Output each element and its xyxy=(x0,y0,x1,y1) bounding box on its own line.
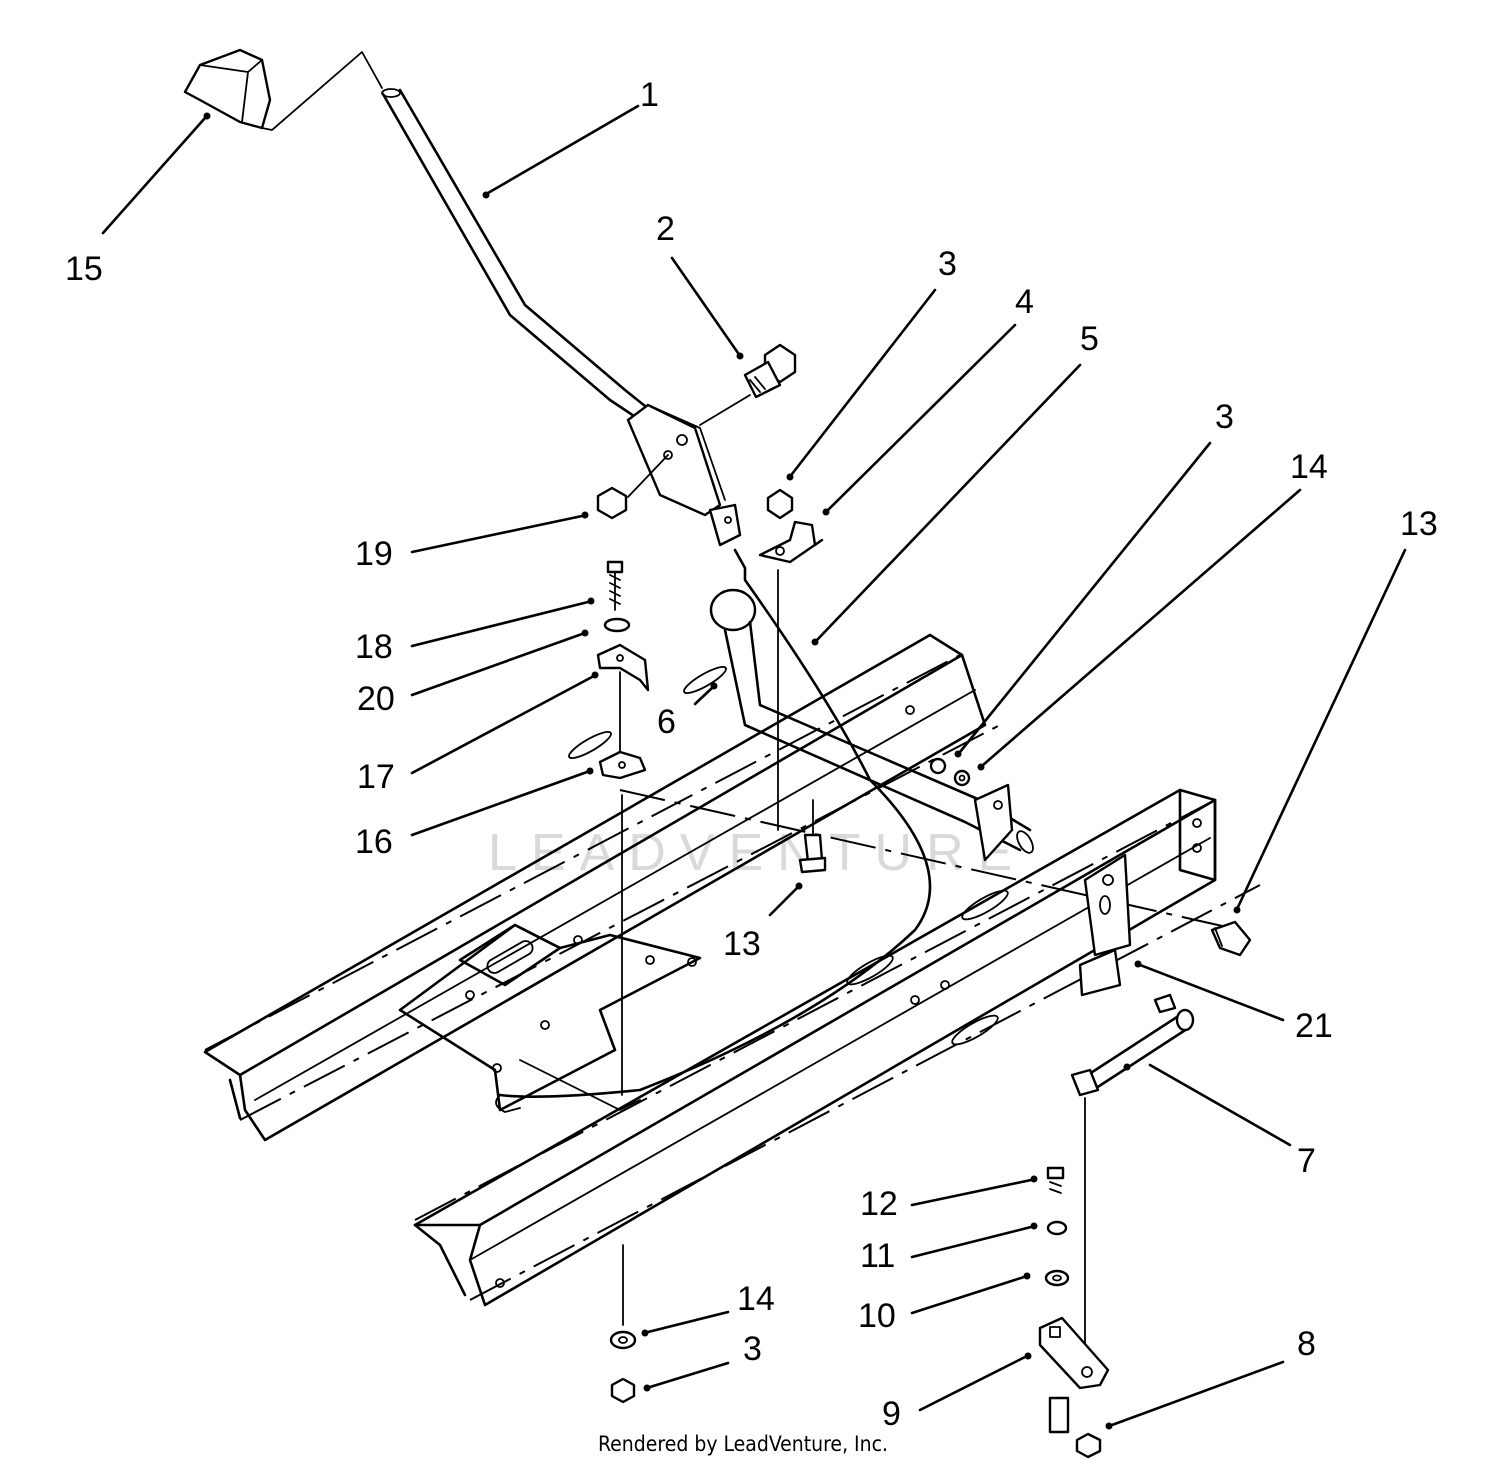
callout-12: 12 xyxy=(860,1185,898,1223)
callout-4: 4 xyxy=(1015,283,1034,321)
callout-5: 5 xyxy=(1080,320,1099,358)
callout-8: 8 xyxy=(1297,1325,1316,1363)
item-1-lever xyxy=(381,88,652,422)
callout-16: 16 xyxy=(355,823,393,861)
callout-3: 3 xyxy=(1215,398,1234,436)
control-cable xyxy=(495,548,932,1113)
callout-21: 21 xyxy=(1295,1007,1333,1045)
credit-text: Rendered by LeadVenture, Inc. xyxy=(598,1432,888,1456)
callout-9: 9 xyxy=(882,1395,901,1433)
callout-10: 10 xyxy=(858,1297,896,1335)
item-15-knob xyxy=(183,48,383,131)
callout-3: 3 xyxy=(743,1330,762,1368)
item-4-clamp xyxy=(758,520,824,831)
left-frame-rail xyxy=(203,633,987,1142)
callout-17: 17 xyxy=(357,758,395,796)
callout-11: 11 xyxy=(860,1237,895,1275)
callout-13: 13 xyxy=(1400,505,1438,543)
callout-1: 1 xyxy=(640,76,659,114)
item-6-pedal-rod xyxy=(709,588,1034,862)
mounting-plate xyxy=(398,923,702,1112)
item-18-20-17-16-stack xyxy=(596,560,650,1096)
item-21-bracket xyxy=(1078,853,1132,997)
item-13-bolt-middle xyxy=(798,799,827,874)
item-12-11-10-9-8-stack xyxy=(1038,1166,1110,1459)
item-3-nut-right xyxy=(929,757,971,787)
callout-19: 19 xyxy=(355,535,393,573)
callout-2: 2 xyxy=(656,210,675,248)
callout-15: 15 xyxy=(65,250,103,288)
callout-6: 6 xyxy=(657,703,676,741)
item-13-bolt-right xyxy=(1210,920,1252,957)
item-3-nut-upper xyxy=(766,488,794,520)
callout-3: 3 xyxy=(938,245,957,283)
item-2-bolt xyxy=(699,343,797,426)
item-7-rod xyxy=(1070,993,1195,1356)
callout-7: 7 xyxy=(1297,1142,1316,1180)
callout-20: 20 xyxy=(357,680,395,718)
watermark-text: LEADVENTURE xyxy=(488,824,1026,882)
right-frame-rail xyxy=(413,788,1217,1307)
callout-14: 14 xyxy=(1290,448,1328,486)
leader-lines xyxy=(101,104,1407,1430)
item-19-nut xyxy=(596,454,669,520)
lever-bracket xyxy=(626,403,742,547)
callout-labels: 1 2 3 4 5 3 14 13 15 19 18 20 6 17 16 13… xyxy=(65,76,1438,1433)
callout-13: 13 xyxy=(723,925,761,963)
callout-14: 14 xyxy=(737,1280,775,1318)
callout-18: 18 xyxy=(355,628,393,666)
item-14-3-lower-left xyxy=(609,1244,637,1404)
